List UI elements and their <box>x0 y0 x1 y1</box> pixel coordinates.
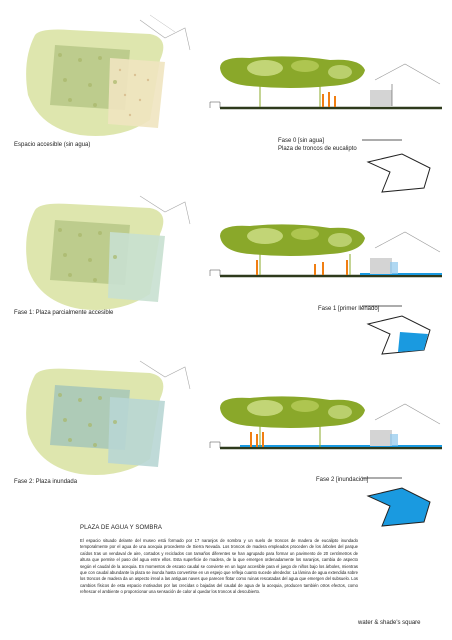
text-paragraph: El espacio situado delante del museo est… <box>80 538 358 595</box>
section-0 <box>209 56 442 110</box>
key-plan-2 <box>362 477 431 527</box>
fase-title-0: Fase 0 [sin agua] <box>278 138 325 144</box>
plan-caption-2: Fase 2: Plaza inundada <box>14 479 78 485</box>
plan-caption-0: Espacio accesible (sin agua) <box>14 142 91 148</box>
section-2 <box>209 396 442 450</box>
text-heading: PLAZA DE AGUA Y SOMBRA <box>80 525 163 531</box>
fase-subtitle-0: Plaza de troncos de eucalipto <box>278 146 357 152</box>
site-plan-2 <box>26 360 191 475</box>
footer-label: water & shade's square <box>358 620 421 626</box>
site-plan-1 <box>26 195 191 310</box>
key-plan-1 <box>362 305 431 355</box>
key-plan-0 <box>362 139 431 193</box>
fase-title-2: Fase 2 [inundación] <box>316 477 369 483</box>
section-1 <box>209 224 442 278</box>
site-plan-0 <box>26 14 191 136</box>
plan-caption-1: Fase 1: Plaza parcialmente accesible <box>14 310 114 316</box>
fase-title-1: Fase 1 [primer llenado] <box>318 306 380 312</box>
